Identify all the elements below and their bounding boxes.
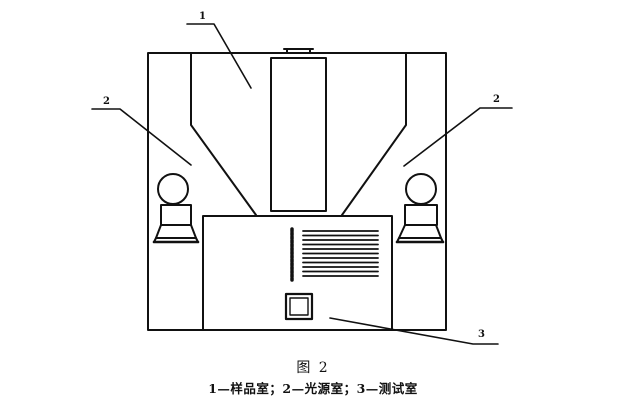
- callout-leader-2-left: [91, 108, 192, 166]
- callout-leader-2-right: [403, 107, 513, 167]
- callout-label-2-left: 2: [103, 96, 110, 107]
- figure-legend: 1—样品室；2—光源室；3—测试室: [208, 381, 418, 396]
- top-vent-cap: [283, 48, 314, 54]
- callout-label-1: 1: [199, 11, 206, 22]
- outer-housing: [147, 52, 447, 331]
- callout-leader-3: [329, 317, 499, 345]
- sample-column: [270, 57, 327, 212]
- callout-label-2-right: 2: [493, 94, 500, 105]
- figure-title: 图 2: [296, 360, 330, 376]
- right-chamber-wall: [341, 52, 407, 216]
- callout-leader-1: [186, 23, 252, 89]
- left-lamp-icon: [152, 173, 200, 244]
- display-grille: [302, 230, 379, 277]
- right-lamp-icon: [395, 173, 445, 244]
- instrument-diagram: 1 2 2 3: [91, 11, 513, 345]
- test-chamber: [202, 215, 393, 331]
- left-chamber-wall: [190, 52, 257, 216]
- control-button: [284, 292, 314, 321]
- callout-label-3: 3: [478, 329, 485, 340]
